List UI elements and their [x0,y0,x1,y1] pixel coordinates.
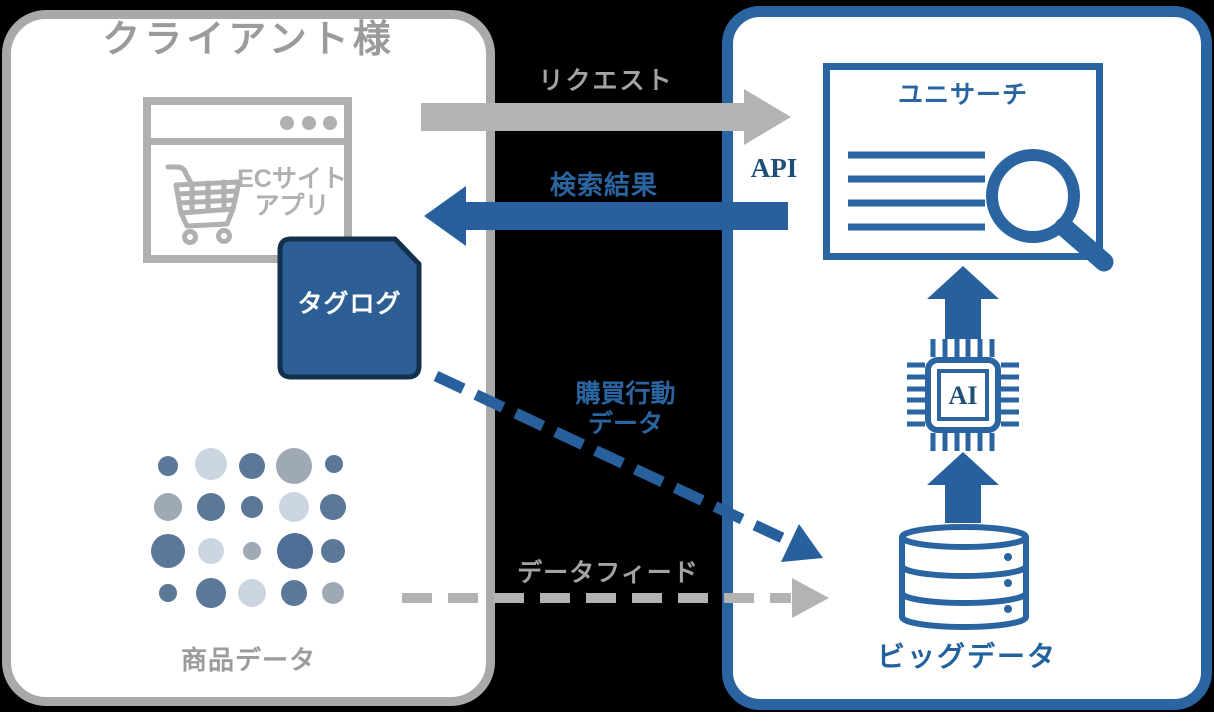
product-data-dot [279,492,309,522]
search-result-label: 検索結果 [549,170,658,200]
product-data-dot [239,453,265,479]
product-data-dot [277,533,313,569]
product-data-dot [154,493,182,521]
api-label: API [750,153,798,183]
browser-window-icon [143,97,352,263]
purchase-behavior-label-line2: データ [587,410,663,438]
ai-chip-icon: AI [907,339,1019,451]
product-data-dot [241,496,263,518]
client-box-title: クライアント様 [102,19,395,61]
magnifier-icon [986,149,1114,272]
product-data-dot [198,538,224,564]
bigdata-label: ビッグデータ [876,641,1057,672]
product-data-dot [151,534,185,568]
shopping-cart-icon [165,164,242,245]
product-data-label: 商品データ [180,645,316,675]
request-label: リクエスト [538,67,674,95]
product-data-dot [196,578,226,608]
browser-toolbar-divider [151,138,344,145]
search-result-lines-icon [848,151,985,231]
taglog-card: タグログ [277,236,422,380]
product-data-dot [325,455,343,473]
database-indicator-dots [1004,553,1012,613]
product-data-dot [197,493,225,521]
product-data-dot [321,539,345,563]
browser-frame [143,97,352,263]
ai-chip-label: AI [949,381,978,410]
ec-site-label-line1: ECサイト [237,165,347,193]
product-data-dot [238,579,266,607]
purchase-behavior-label-line1: 購買行動 [575,380,676,408]
product-data-dot [195,448,227,480]
unisearch-title: ユニサーチ [897,81,1028,109]
product-data-dot [322,582,344,604]
ec-site-label-line2: アプリ [254,192,330,220]
product-data-dots-icon [151,448,346,608]
ec-site-app-label: ECサイト アプリ [207,166,377,220]
provider-box: ユニサーチ AI ビッグデータ [722,6,1212,710]
product-data-dot [320,494,346,520]
product-data-dot [159,584,177,602]
data-feed-label: データフィード [517,559,699,587]
taglog-document-icon [277,236,422,380]
product-data-dot [243,542,261,560]
product-data-dot [158,456,178,476]
chip-body [925,357,1001,433]
browser-menu-dots-icon [280,116,337,130]
unisearch-window-icon [823,63,1114,272]
client-box: クライアント様 ECサイト アプリ [2,10,495,706]
chip-pins [907,339,1019,451]
product-data-dot [276,448,312,484]
chip-inner-frame [937,369,989,421]
product-data-dot [281,580,307,606]
database-icon [899,524,1029,630]
purchase-behavior-label: 購買行動 データ [548,379,703,439]
taglog-label: タグログ [297,290,402,319]
